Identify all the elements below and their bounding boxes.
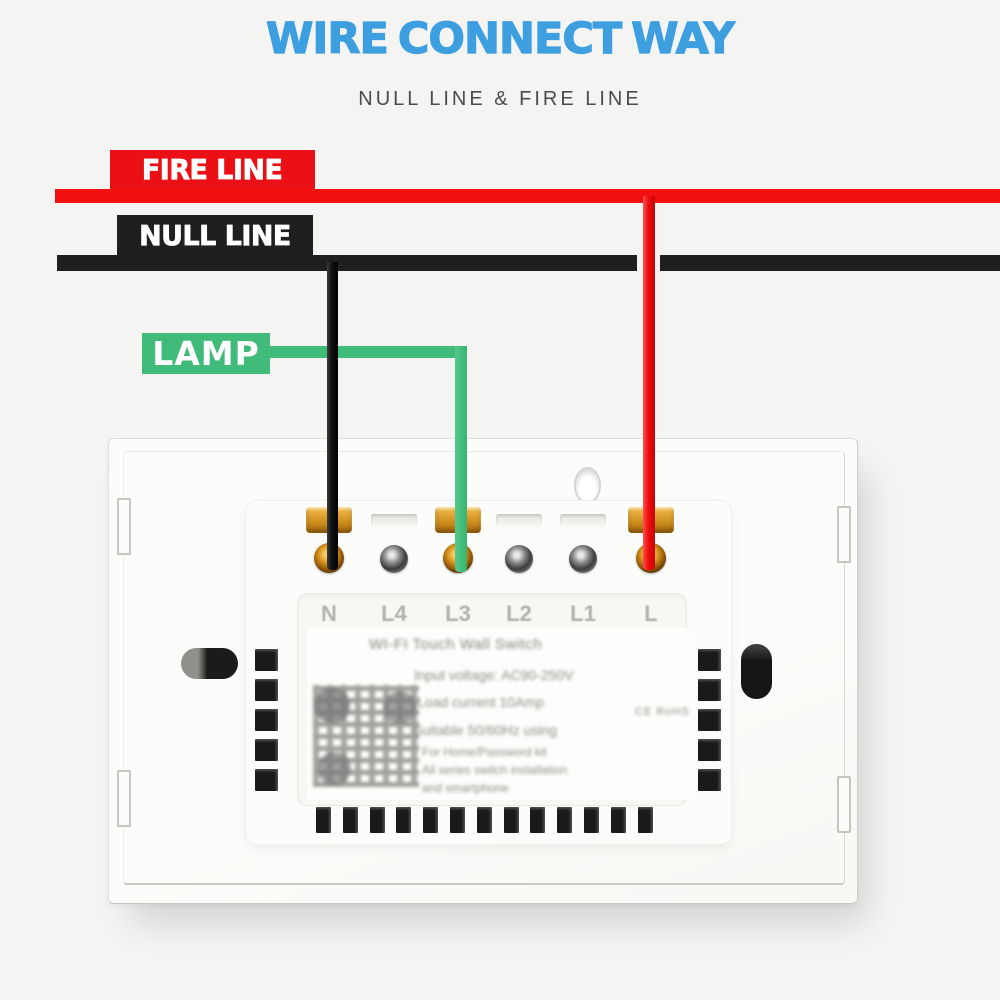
vent-slot: [477, 807, 492, 833]
terminal-screw-l4: [380, 545, 408, 573]
oval-hole-left: [181, 648, 238, 679]
terminal-label-l3: L3: [445, 601, 471, 626]
vent-slot: [530, 807, 545, 833]
page-subtitle: NULL LINE & FIRE LINE: [358, 88, 642, 110]
lamp-label-text: LAMP: [152, 334, 260, 373]
null-line-wire-horizontal: [57, 255, 637, 271]
fire-line-wire-horizontal: [55, 189, 1000, 203]
vent-slot: [698, 649, 721, 671]
vent-slot: [698, 769, 721, 791]
terminal-label-l: L: [644, 601, 658, 626]
vent-slot: [316, 807, 331, 833]
lamp-wire-horizontal: [270, 346, 467, 358]
sticker-line: Suitable 50/60Hz using: [413, 722, 557, 738]
sticker-line: Load current 10Amp: [417, 694, 544, 710]
vent-slot: [255, 739, 278, 761]
null-line-wire-horizontal: [660, 255, 1000, 271]
vent-slot: [611, 807, 626, 833]
terminal-label-l4: L4: [381, 601, 407, 626]
mounting-screw-hole: [574, 467, 601, 504]
terminal-label-l1: L1: [570, 601, 596, 626]
vent-slot: [370, 807, 385, 833]
fire-line-label: FIRE LINE: [110, 150, 315, 189]
null-line-label: NULL LINE: [117, 215, 313, 255]
vent-slot: [698, 679, 721, 701]
mounting-clip: [837, 506, 851, 563]
vent-slot: [557, 807, 572, 833]
mounting-clip: [117, 770, 131, 827]
fire-line-label-text: FIRE LINE: [142, 153, 284, 187]
terminal-screw-l2: [505, 545, 533, 573]
fire-wire-to-terminal-l: [643, 196, 655, 570]
vent-slot: [638, 807, 653, 833]
terminal-screw-l1: [569, 545, 597, 573]
sticker-line: Input voltage: AC90-250V: [414, 667, 574, 683]
vent-slot: [343, 807, 358, 833]
oval-hole-right: [741, 644, 772, 699]
null-line-label-text: NULL LINE: [139, 218, 292, 252]
vent-slot: [584, 807, 599, 833]
vent-slot: [396, 807, 411, 833]
vent-slot: [255, 769, 278, 791]
terminal-slot-l4: [371, 514, 417, 527]
vent-slot: [698, 709, 721, 731]
vent-slot: [255, 709, 278, 731]
mounting-clip: [837, 776, 851, 833]
vent-slot: [255, 679, 278, 701]
page-title: WIRE CONNECT WAY: [265, 13, 735, 64]
vent-slot: [423, 807, 438, 833]
terminal-slot-l1: [560, 514, 606, 527]
switch-back-plate: N L4 L3 L2 L1 L WI-FI Touch Wall Switch …: [108, 438, 858, 904]
product-sticker: WI-FI Touch Wall Switch Input voltage: A…: [307, 628, 689, 800]
null-wire-to-terminal-n: [327, 262, 338, 570]
switch-module: N L4 L3 L2 L1 L WI-FI Touch Wall Switch …: [246, 501, 731, 844]
lamp-label: LAMP: [142, 333, 270, 374]
terminal-label-n: N: [321, 601, 337, 626]
vent-slot: [504, 807, 519, 833]
qr-code: [313, 685, 419, 787]
ce-rohs-mark: CE RoHS: [635, 706, 690, 718]
sticker-line: WI-FI Touch Wall Switch: [369, 636, 543, 653]
sticker-line: and smartphone: [422, 781, 509, 795]
lamp-wire-to-terminal-l3: [455, 346, 467, 572]
terminal-label-l2: L2: [506, 601, 532, 626]
sticker-line: For Home/Password kit: [422, 745, 547, 759]
plate-bevel: [123, 451, 845, 885]
vent-slot: [698, 739, 721, 761]
vent-slot: [450, 807, 465, 833]
sticker-line: All series switch installation: [422, 763, 568, 777]
mounting-clip: [117, 498, 131, 555]
vent-slot: [255, 649, 278, 671]
terminal-slot-l2: [496, 514, 542, 527]
